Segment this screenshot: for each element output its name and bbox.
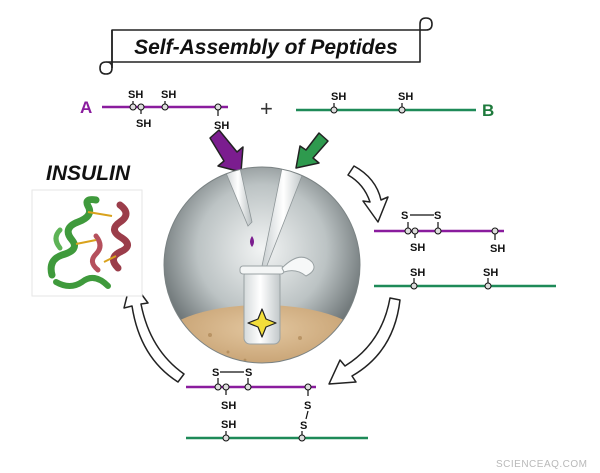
plus-sign: +: [260, 96, 273, 121]
chain-a-label: A: [80, 98, 92, 117]
thiol-label: SH: [128, 89, 143, 101]
thiol-label: SH: [483, 267, 498, 279]
green-down-arrow: [295, 132, 329, 169]
peptide-b: SH SH B: [296, 91, 494, 120]
sulfur-label: S: [304, 400, 311, 412]
thiol-label: SH: [214, 120, 229, 132]
thiol-label: SH: [331, 91, 346, 103]
sulfur-label: S: [434, 210, 441, 222]
thiol-label: SH: [398, 91, 413, 103]
cycle-arrow-bottom: [328, 297, 401, 385]
sulfur-label: S: [300, 420, 307, 432]
sulfur-label: S: [401, 210, 408, 222]
thiol-label: SH: [161, 89, 176, 101]
product-label: INSULIN: [46, 162, 131, 185]
insulin-structure-image: [31, 189, 143, 297]
title-banner: Self-Assembly of Peptides: [99, 17, 433, 75]
linked-chains: S S SH S S SH: [186, 367, 368, 442]
cycle-arrow-right: [347, 165, 389, 223]
thiol-label: SH: [136, 118, 151, 130]
diagram-title: Self-Assembly of Peptides: [134, 36, 398, 59]
thiol-label: SH: [221, 400, 236, 412]
chain-b-label: B: [482, 101, 494, 120]
sulfur-label: S: [212, 367, 219, 379]
thiol-label: SH: [410, 242, 425, 254]
sparkle-star-icon: [247, 308, 277, 338]
reaction-photo: [163, 166, 361, 364]
thiol-label: SH: [490, 243, 505, 255]
peptide-a: A SH SH SH SH: [80, 89, 229, 132]
intermediate-chains: S S SH SH SH SH: [374, 210, 556, 290]
thiol-label: SH: [410, 267, 425, 279]
watermark: SCIENCEAQ.COM: [496, 459, 588, 470]
sulfur-label: S: [245, 367, 252, 379]
purple-down-arrow: [209, 129, 244, 173]
thiol-label: SH: [221, 419, 236, 431]
